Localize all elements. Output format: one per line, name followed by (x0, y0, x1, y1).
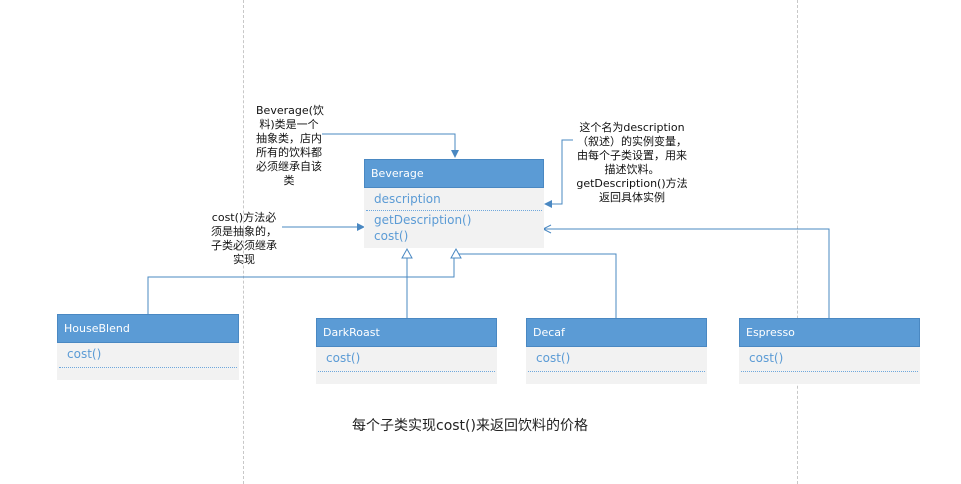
beverage-method-getdescription: getDescription() (374, 213, 472, 227)
decaf-class-box: Decaf cost() (526, 318, 707, 384)
inheritance-line-houseblend (147, 252, 455, 314)
beverage-abstract-note: Beverage(饮料)类是一个抽象类，店内所有的饮料都必须继承自该类 (256, 104, 324, 187)
espresso-separator (741, 371, 918, 372)
darkroast-class-name: DarkRoast (323, 326, 380, 339)
inheritance-arrowhead-beverage (450, 247, 462, 259)
cost-abstract-note: cost()方法必须是抽象的，子类必须继承实现 (211, 211, 277, 266)
darkroast-class-box: DarkRoast cost() (316, 318, 497, 384)
beverage-attribute-description: description (374, 192, 441, 206)
beverage-class-header: Beverage (364, 159, 544, 188)
darkroast-class-header: DarkRoast (316, 318, 497, 347)
diagram-caption: 每个子类实现cost()来返回饮料的价格 (352, 418, 588, 434)
darkroast-method-cost: cost() (326, 351, 361, 365)
inheritance-line-decaf (458, 253, 617, 318)
decaf-separator (528, 371, 705, 372)
houseblend-class-name: HouseBlend (64, 322, 130, 335)
decaf-class-header: Decaf (526, 318, 707, 347)
decaf-method-cost: cost() (536, 351, 571, 365)
description-variable-note: 这个名为description（叙述）的实例变量，由每个子类设置，用来描述饮料。… (576, 121, 688, 204)
divider-line-left (243, 0, 244, 484)
darkroast-separator (318, 371, 495, 372)
inheritance-line-espresso (543, 229, 830, 318)
espresso-class-name: Espresso (746, 326, 795, 339)
beverage-separator (366, 210, 542, 211)
houseblend-class-header: HouseBlend (57, 314, 239, 343)
houseblend-method-cost: cost() (67, 347, 102, 361)
beverage-note-arrow (322, 133, 459, 158)
beverage-class-name: Beverage (371, 167, 424, 180)
description-note-arrow (544, 139, 573, 208)
espresso-class-box: Espresso cost() (739, 318, 920, 384)
beverage-class-box: Beverage description getDescription() co… (364, 159, 544, 248)
decaf-class-name: Decaf (533, 326, 565, 339)
beverage-method-cost: cost() (374, 229, 409, 243)
inheritance-arrowhead-darkroast (401, 247, 413, 259)
houseblend-class-box: HouseBlend cost() (57, 314, 239, 380)
espresso-class-header: Espresso (739, 318, 920, 347)
divider-line-right (797, 0, 798, 484)
espresso-method-cost: cost() (749, 351, 784, 365)
houseblend-separator (59, 367, 237, 368)
